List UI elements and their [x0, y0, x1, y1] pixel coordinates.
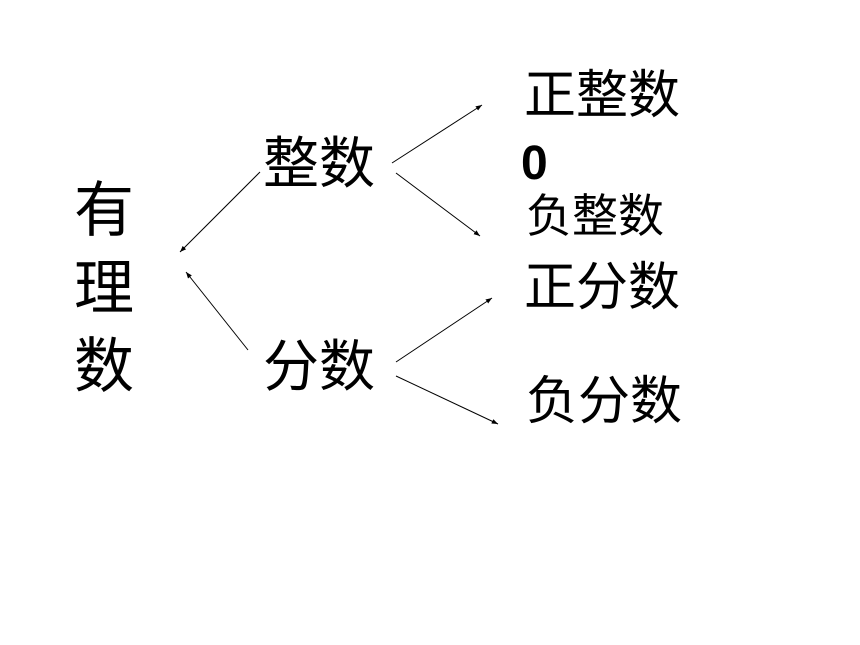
arrow-integer-to-negative-integer [395, 172, 481, 237]
node-positive-fractions: 正分数 [524, 258, 681, 318]
node-positive-integers: 正整数 [524, 66, 681, 126]
node-negative-integers: 负整数 [526, 189, 664, 243]
root-node-rational-numbers: 有理数 [74, 176, 134, 402]
node-integers: 整数 [263, 132, 375, 197]
arrow-fraction-to-root [185, 271, 249, 351]
node-fractions: 分数 [263, 335, 375, 400]
arrow-integer-to-positive-integer [391, 104, 483, 164]
node-negative-fractions: 负分数 [526, 372, 683, 432]
arrow-fraction-to-positive-fraction [395, 297, 493, 363]
node-zero: 0 [521, 137, 548, 190]
arrow-fraction-to-negative-fraction [395, 375, 499, 425]
arrow-integer-to-root [179, 171, 261, 253]
